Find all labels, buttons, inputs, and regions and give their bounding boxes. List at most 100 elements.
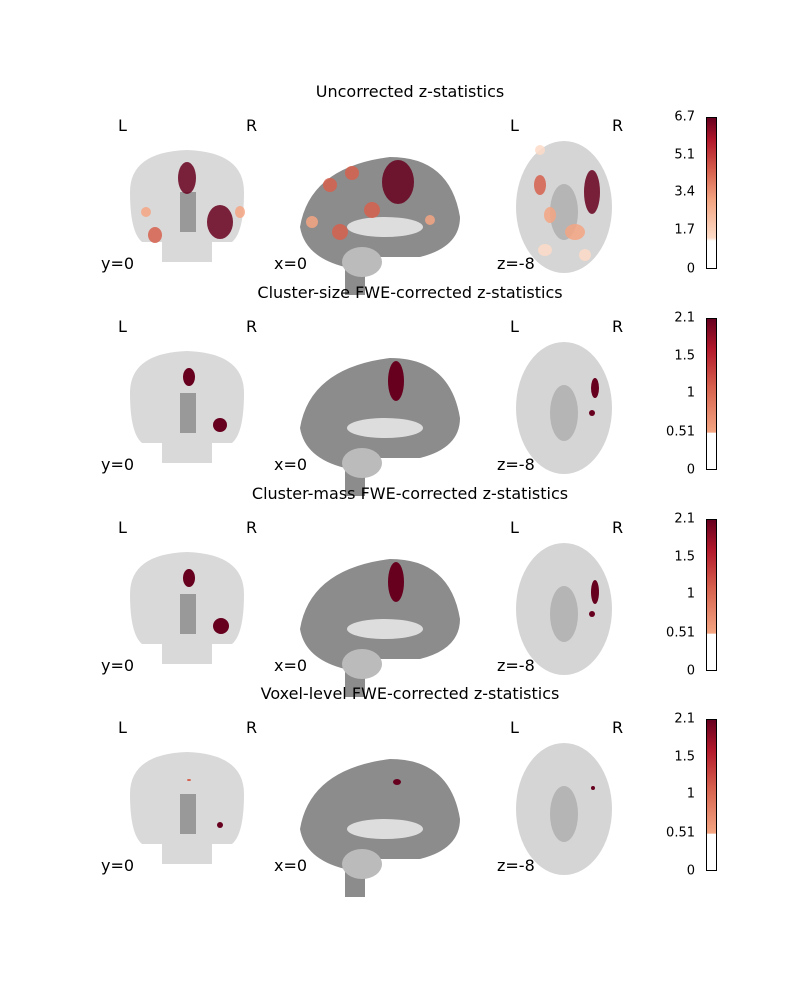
- activation-cluster: [388, 562, 404, 602]
- coronal-coordinate: y=0: [101, 856, 135, 875]
- activation-cluster: [388, 361, 404, 401]
- colorbar-tick: 0: [686, 863, 695, 879]
- figure-row: Cluster-mass FWE-corrected z-statistics …: [0, 484, 800, 697]
- sagittal-coordinate: x=0: [274, 656, 308, 675]
- activation-cluster: [591, 580, 599, 604]
- sagittal-coordinate: x=0: [274, 455, 308, 474]
- axial-slice: [516, 342, 612, 474]
- coronal-slice: [130, 552, 244, 664]
- coronal-slice: [130, 351, 244, 463]
- sagittal-coordinate: x=0: [274, 856, 308, 875]
- axial-coordinate: z=-8: [497, 455, 535, 474]
- brain-slices: [130, 141, 612, 295]
- sagittal-slice: [300, 157, 460, 295]
- activation-cluster: [589, 410, 595, 416]
- activation-cluster: [364, 202, 380, 218]
- coronal-coordinate: y=0: [101, 254, 135, 273]
- colorbar-tick: 1.5: [674, 749, 695, 764]
- colorbar-tick: 5.1: [674, 147, 695, 162]
- activation-cluster: [591, 378, 599, 398]
- activation-cluster: [217, 822, 223, 828]
- right-label: R: [246, 317, 258, 336]
- activation-cluster: [345, 166, 359, 180]
- right-label: R: [612, 116, 624, 135]
- colorbar: [706, 719, 717, 871]
- colorbar-tick: 0: [686, 462, 695, 478]
- activation-cluster: [148, 227, 162, 243]
- colorbar-tick: 0.51: [666, 424, 695, 440]
- colorbar-tick: 0.51: [666, 825, 695, 841]
- activation-cluster: [306, 216, 318, 228]
- axial-slice: [516, 743, 612, 875]
- colorbar-tick: 1.5: [674, 348, 695, 363]
- sagittal-slice: [300, 358, 460, 496]
- colorbar-tick: 2.1: [674, 310, 695, 326]
- brain-slices: [130, 543, 612, 697]
- colorbar-tick: 0: [686, 663, 695, 679]
- left-label: L: [510, 718, 519, 737]
- activation-cluster: [235, 206, 245, 218]
- activation-cluster: [589, 611, 595, 617]
- axial-coordinate: z=-8: [497, 254, 535, 273]
- activation-cluster: [187, 779, 191, 781]
- figure-row: Voxel-level FWE-corrected z-statistics L…: [0, 684, 800, 897]
- activation-cluster: [535, 145, 545, 155]
- figure-row: Uncorrected z-statistics L R L R y=0 x=0…: [0, 82, 800, 295]
- activation-cluster: [544, 207, 556, 223]
- left-label: L: [118, 718, 127, 737]
- right-label: R: [612, 317, 624, 336]
- left-label: L: [510, 317, 519, 336]
- left-label: L: [510, 116, 519, 135]
- activation-cluster: [141, 207, 151, 217]
- right-label: R: [612, 718, 624, 737]
- left-label: L: [510, 518, 519, 537]
- colorbar: [706, 117, 717, 269]
- activation-cluster: [584, 170, 600, 214]
- activation-cluster: [323, 178, 337, 192]
- sagittal-coordinate: x=0: [274, 254, 308, 273]
- right-label: R: [612, 518, 624, 537]
- activation-cluster: [534, 175, 546, 195]
- colorbar-tick: 6.7: [674, 109, 695, 125]
- coronal-coordinate: y=0: [101, 656, 135, 675]
- activation-cluster: [393, 779, 401, 785]
- activation-cluster: [332, 224, 348, 240]
- colorbar: [706, 318, 717, 470]
- colorbar-tick: 1.7: [674, 222, 695, 237]
- left-label: L: [118, 518, 127, 537]
- activation-cluster: [565, 224, 585, 240]
- brain-slices: [130, 342, 612, 496]
- colorbar-tick: 3.4: [674, 184, 695, 200]
- right-label: R: [246, 718, 258, 737]
- activation-cluster: [213, 418, 227, 432]
- sagittal-slice: [300, 759, 460, 897]
- activation-cluster: [382, 160, 414, 204]
- left-label: L: [118, 317, 127, 336]
- row-title: Cluster-mass FWE-corrected z-statistics: [251, 484, 569, 503]
- colorbar-tick: 0: [686, 261, 695, 277]
- colorbar: [706, 519, 717, 671]
- coronal-slice: [130, 752, 244, 864]
- sagittal-slice: [300, 559, 460, 697]
- activation-cluster: [207, 205, 233, 239]
- colorbar-tick: 1: [686, 586, 695, 602]
- activation-cluster: [425, 215, 435, 225]
- activation-cluster: [183, 569, 195, 587]
- axial-coordinate: z=-8: [497, 856, 535, 875]
- row-title: Voxel-level FWE-corrected z-statistics: [260, 684, 560, 703]
- row-title: Uncorrected z-statistics: [315, 82, 505, 101]
- colorbar-tick: 1: [686, 786, 695, 802]
- right-label: R: [246, 518, 258, 537]
- activation-cluster: [183, 368, 195, 386]
- axial-slice: [516, 543, 612, 675]
- colorbar-tick: 0.51: [666, 625, 695, 641]
- colorbar-tick: 1.5: [674, 549, 695, 564]
- row-title: Cluster-size FWE-corrected z-statistics: [257, 283, 563, 302]
- activation-cluster: [579, 249, 591, 261]
- activation-cluster: [178, 162, 196, 194]
- colorbar-tick: 1: [686, 385, 695, 401]
- activation-cluster: [591, 786, 595, 790]
- colorbar-tick: 2.1: [674, 711, 695, 727]
- right-label: R: [246, 116, 258, 135]
- left-label: L: [118, 116, 127, 135]
